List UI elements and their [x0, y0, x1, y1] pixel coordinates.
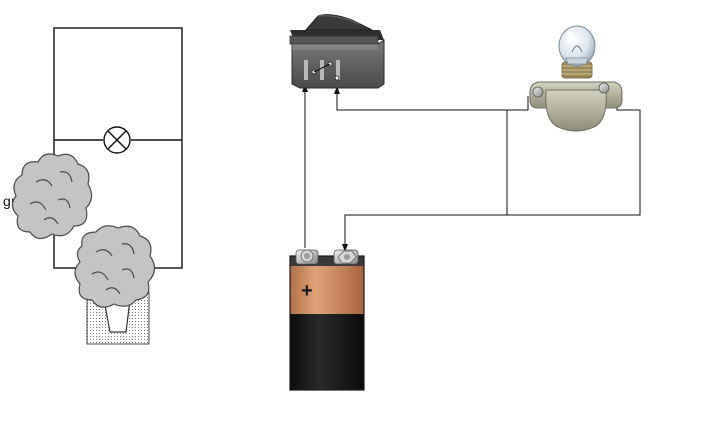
rocker-switch[interactable] — [289, 14, 385, 89]
battery: + — [289, 249, 365, 391]
light-bulb — [558, 25, 596, 67]
schematic-circuit: gı — [3, 27, 183, 345]
lamp-holder — [529, 61, 623, 132]
battery-plus-sign: + — [301, 280, 313, 302]
schematic-partial-label: gı — [3, 193, 15, 209]
wire-return-to-battery-minus — [344, 214, 507, 248]
smoke-puff-upper — [11, 153, 93, 240]
wire-arrow-down — [342, 244, 348, 252]
wire-arrow-switch-pin — [334, 86, 340, 94]
switch-symbol — [86, 291, 150, 345]
wire-switch-to-junction — [336, 90, 507, 111]
battery-terminal-positive — [295, 249, 319, 265]
battery-black-section — [290, 314, 364, 390]
smoke-puff-lower — [74, 225, 156, 308]
wire-junction-to-lamp-left — [507, 96, 529, 111]
switch-terminals — [304, 60, 340, 81]
lamp-symbol — [103, 126, 131, 154]
battery-terminal-negative — [333, 249, 359, 265]
battery-copper-section — [290, 266, 364, 316]
holder-screw-right — [598, 82, 610, 94]
holder-screw-left — [532, 86, 544, 98]
